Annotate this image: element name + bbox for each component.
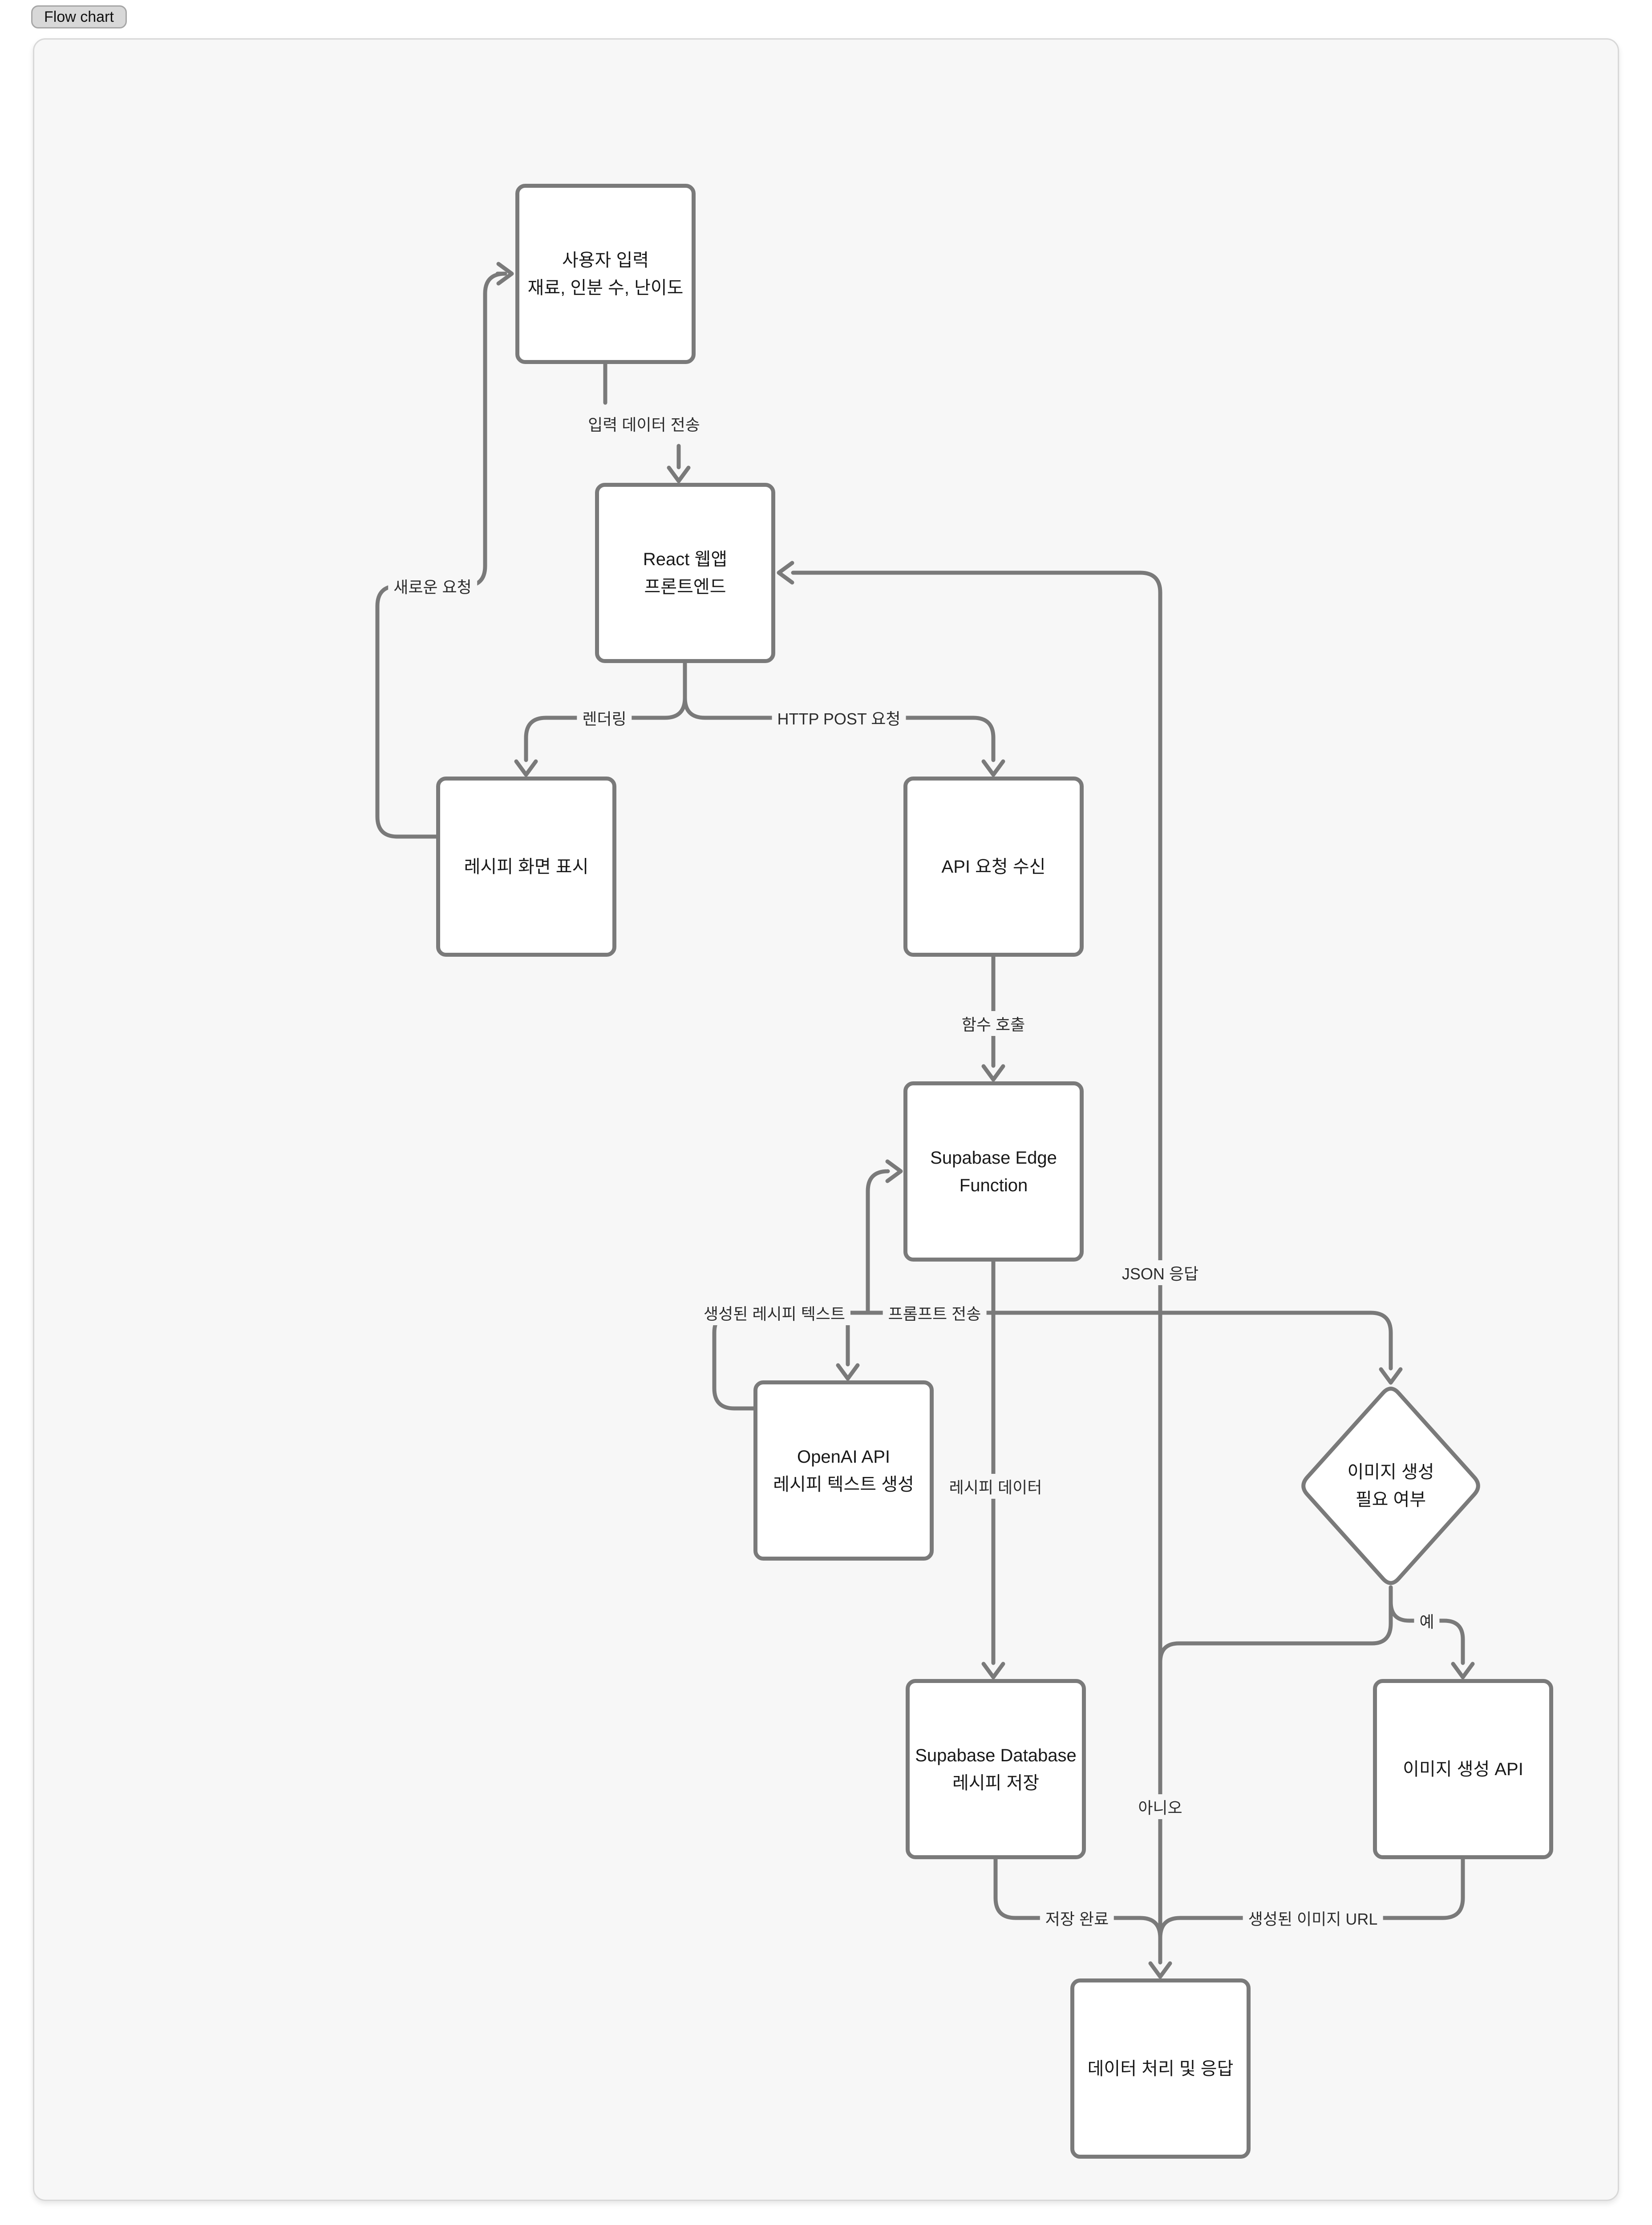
node-react-frontend: React 웹앱 프론트엔드 <box>595 483 775 663</box>
flowchart-type-chip[interactable]: Flow chart <box>31 5 127 28</box>
arrowhead-into-database-top <box>981 1662 1005 1679</box>
node-processing-line1: 데이터 처리 및 응답 <box>1087 2059 1234 2079</box>
edge-label-yes: 예 <box>1414 1608 1440 1633</box>
node-image-api-line1: 이미지 생성 API <box>1403 1759 1523 1779</box>
node-edge-function-line2: Function <box>959 1175 1028 1195</box>
edge-return-into-edge-function <box>866 1169 890 1315</box>
node-react-frontend-line1: React 웹앱 <box>643 549 728 569</box>
node-edge-function: Supabase Edge Function <box>903 1081 1084 1262</box>
edge-label-recipe-data: 레시피 데이터 <box>943 1474 1048 1499</box>
edge-label-image-url: 생성된 이미지 URL <box>1243 1905 1383 1930</box>
arrowhead-into-edge-function-left <box>885 1159 903 1183</box>
node-recipe-display: 레시피 화면 표시 <box>436 777 616 957</box>
edge-label-prompt-send: 프롬프트 전송 <box>883 1300 987 1325</box>
edge-database-to-merge <box>993 1857 1162 1940</box>
edge-label-no: 아니오 <box>1133 1794 1188 1819</box>
node-processing: 데이터 처리 및 응답 <box>1070 1978 1251 2159</box>
flowchart-type-label: Flow chart <box>44 8 114 25</box>
edge-image-api-to-merge <box>1158 1857 1465 1940</box>
node-react-frontend-line2: 프론트엔드 <box>644 577 726 597</box>
arrowhead-into-recipe-display <box>514 759 538 777</box>
arrowhead-into-react-top <box>667 465 691 483</box>
edge-label-generated-text: 생성된 레시피 텍스트 <box>698 1300 851 1325</box>
decision-diamond-shape <box>1301 1387 1480 1585</box>
node-image-decision-line2: 필요 여부 <box>1355 1490 1426 1509</box>
node-user-input: 사용자 입력 재료, 인분 수, 난이도 <box>515 184 696 364</box>
arrowhead-into-edge-function-top <box>981 1064 1005 1082</box>
arrowhead-into-openai-top <box>836 1363 860 1381</box>
node-openai-line2: 레시피 텍스트 생성 <box>773 1474 914 1494</box>
node-image-api: 이미지 생성 API <box>1373 1679 1553 1859</box>
node-api-receive: API 요청 수신 <box>903 777 1084 957</box>
edge-json-column <box>791 570 1162 1965</box>
node-image-decision-label: 이미지 생성 필요 여부 <box>1347 1458 1434 1513</box>
node-api-receive-line1: API 요청 수신 <box>941 857 1046 877</box>
arrowhead-into-image-api-top <box>1451 1662 1475 1679</box>
flowchart-panel <box>33 38 1619 2201</box>
node-openai: OpenAI API 레시피 텍스트 생성 <box>753 1380 934 1561</box>
node-recipe-display-line1: 레시피 화면 표시 <box>464 857 589 877</box>
node-openai-line1: OpenAI API <box>797 1447 891 1467</box>
node-database-line1: Supabase Database <box>915 1745 1077 1765</box>
edge-label-new-request: 새로운 요청 <box>388 574 477 599</box>
arrowhead-into-processing-top <box>1148 1961 1172 1979</box>
arrowhead-into-api-receive <box>981 759 1005 777</box>
arrowhead-into-user-input-left <box>496 262 514 286</box>
arrowhead-into-diamond-top <box>1379 1367 1403 1385</box>
edge-label-function-call: 함수 호출 <box>956 1011 1031 1036</box>
node-database-line2: 레시피 저장 <box>952 1773 1040 1793</box>
node-user-input-line2: 재료, 인분 수, 난이도 <box>527 278 684 298</box>
node-image-decision-line1: 이미지 생성 <box>1347 1462 1434 1482</box>
node-edge-function-line1: Supabase Edge <box>930 1148 1057 1168</box>
node-user-input-line1: 사용자 입력 <box>562 250 649 270</box>
edge-label-save-done: 저장 완료 <box>1040 1905 1114 1930</box>
edge-recipe-display-to-user-input <box>375 271 507 839</box>
edge-label-http-post: HTTP POST 요청 <box>772 705 906 730</box>
edge-diamond-to-no-column <box>1158 1585 1393 1664</box>
edge-label-json-response: JSON 응답 <box>1116 1260 1204 1285</box>
edge-label-input-data: 입력 데이터 전송 <box>583 411 705 436</box>
arrowhead-into-react-right <box>777 561 794 585</box>
edge-label-rendering: 렌더링 <box>577 705 632 730</box>
node-database: Supabase Database 레시피 저장 <box>906 1679 1086 1859</box>
